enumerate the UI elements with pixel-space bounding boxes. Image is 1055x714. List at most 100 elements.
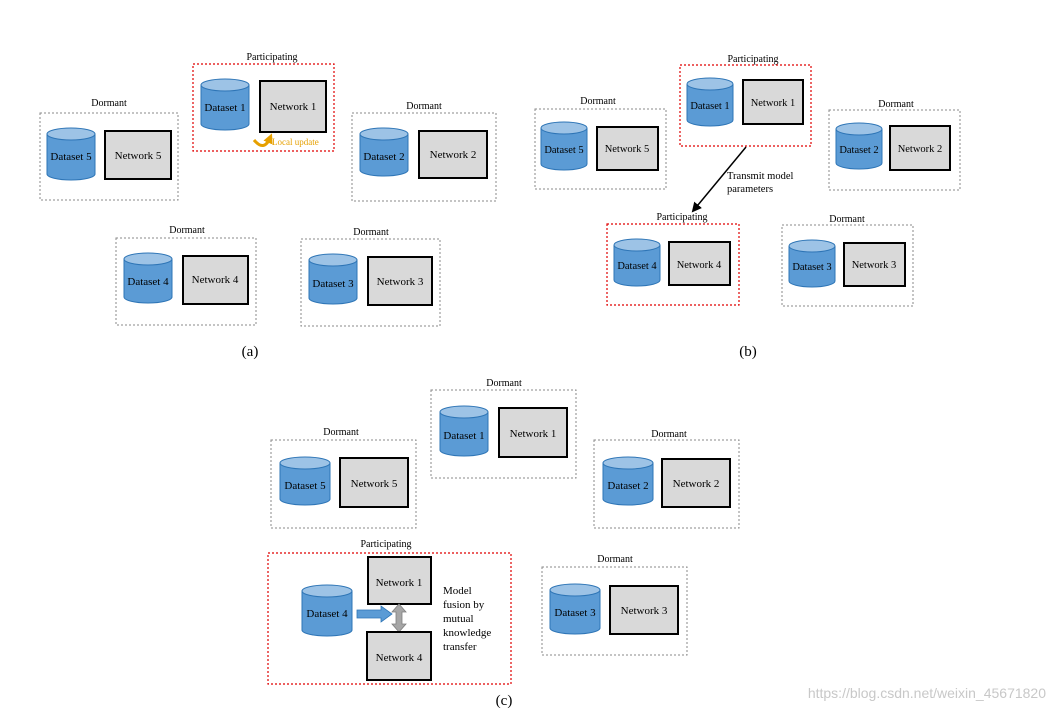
dataset-label: Dataset 5 [544, 145, 583, 156]
dormant-frame [351, 112, 497, 202]
dataset-cylinder: Dataset 5 [46, 127, 96, 181]
network-box [367, 256, 433, 306]
network-label: Network 2 [430, 149, 477, 161]
dormant-frame [593, 439, 740, 529]
status-label: Dormant [829, 214, 865, 225]
transmit-arrow [691, 146, 747, 213]
dataset-label: Dataset 1 [690, 101, 729, 112]
dataset-cylinder: Dataset 3 [308, 253, 358, 305]
dormant-frame [828, 109, 961, 191]
transmit-label-line2: parameters [727, 184, 773, 195]
status-label: Participating [360, 539, 411, 550]
dataset-cylinder: Dataset 1 [439, 405, 489, 457]
network-label-top: Network 1 [376, 577, 423, 589]
node-a5: Dormant Dataset 5 Network 5 [39, 98, 179, 201]
dormant-frame [270, 439, 417, 529]
network-box [843, 242, 906, 287]
network-box [259, 80, 327, 133]
fusion-label-line3: mutual [443, 613, 474, 625]
local-update-label: Local update [272, 137, 319, 147]
participating-frame [192, 63, 335, 152]
node-c3: Dormant Dataset 3 Network 3 [541, 554, 688, 656]
status-label: Dormant [353, 227, 389, 238]
status-label: Participating [656, 212, 707, 223]
status-label: Dormant [486, 378, 522, 389]
node-b3: Dormant Dataset 3 Network 3 [781, 214, 914, 307]
node-c1: Dormant Dataset 1 Network 1 [430, 378, 577, 479]
network-label: Network 5 [115, 150, 162, 162]
fusion-label-line2: fusion by [443, 599, 485, 611]
dormant-frame [39, 112, 179, 201]
dataset-label: Dataset 1 [443, 430, 484, 442]
network-label: Network 4 [677, 260, 722, 271]
network-box [596, 126, 659, 171]
dataset-label: Dataset 4 [306, 608, 348, 620]
dataset-label: Dataset 3 [554, 607, 596, 619]
dormant-frame [300, 238, 441, 327]
status-label: Dormant [169, 225, 205, 236]
network-label: Network 3 [621, 605, 668, 617]
dataset-label: Dataset 2 [839, 145, 878, 156]
dataset-label: Dataset 1 [204, 102, 245, 114]
panel-b: Participating Dataset 1 Network 1 Dorman… [534, 54, 961, 360]
participating-frame [606, 223, 740, 306]
watermark: https://blog.csdn.net/weixin_45671820 [808, 685, 1046, 701]
network-box [104, 130, 172, 180]
status-label: Dormant [91, 98, 127, 109]
dataset-label: Dataset 2 [607, 480, 648, 492]
dataset-label: Dataset 5 [50, 151, 92, 163]
dataset-cylinder: Dataset 4 [301, 584, 353, 637]
node-b2: Dormant Dataset 2 Network 2 [828, 99, 961, 191]
dataset-cylinder: Dataset 2 [602, 456, 654, 506]
transmit-label-line1: Transmit model [727, 171, 793, 182]
node-a4: Dormant Dataset 4 Network 4 [115, 225, 257, 326]
network-box [339, 457, 409, 508]
status-label: Dormant [323, 427, 359, 438]
network-box [889, 125, 951, 171]
panel-caption: (a) [242, 344, 259, 360]
status-label: Dormant [580, 96, 616, 107]
dataset-label: Dataset 3 [792, 262, 831, 273]
node-a2: Dormant Dataset 2 Network 2 [351, 101, 497, 202]
network-box [182, 255, 249, 305]
panel-a: Participating Dataset 1 Network 1 Local … [39, 52, 497, 360]
fusion-label-line4: knowledge [443, 627, 491, 639]
dataset-cylinder: Dataset 4 [613, 238, 661, 287]
panel-caption: (c) [496, 693, 513, 709]
participating-frame [679, 64, 812, 147]
network-box [742, 79, 804, 125]
network-label-bottom: Network 4 [376, 652, 423, 664]
network-label: Network 5 [605, 144, 650, 155]
dataset-cylinder: Dataset 2 [835, 122, 883, 170]
network-label: Network 5 [351, 478, 398, 490]
panel-c: Dormant Dataset 1 Network 1 Dormant Data… [267, 378, 740, 709]
network-label: Network 2 [898, 144, 943, 155]
dormant-frame [541, 566, 688, 656]
dataset-label: Dataset 3 [312, 278, 354, 290]
dataset-cylinder: Dataset 3 [788, 239, 836, 288]
node-a3: Dormant Dataset 3 Network 3 [300, 227, 441, 327]
network-label: Network 1 [510, 428, 557, 440]
network-box [418, 130, 488, 179]
dataset-cylinder: Dataset 2 [359, 127, 409, 177]
network-box-top [367, 556, 432, 605]
fusion-input-arrow [356, 605, 393, 623]
network-label: Network 1 [751, 98, 796, 109]
dataset-cylinder: Dataset 3 [549, 583, 601, 635]
dataset-label: Dataset 4 [127, 276, 169, 288]
fusion-node: Participating Dataset 4 Network 1 Networ… [267, 539, 512, 685]
fusion-label-line1: Model [443, 585, 472, 597]
dataset-label: Dataset 2 [363, 151, 404, 163]
status-label: Dormant [406, 101, 442, 112]
status-label: Participating [246, 52, 297, 63]
fusion-label-line5: transfer [443, 641, 477, 653]
participating-frame [267, 552, 512, 685]
network-label: Network 4 [192, 274, 239, 286]
network-label: Network 3 [852, 260, 897, 271]
dormant-frame [534, 108, 667, 190]
status-label: Dormant [878, 99, 914, 110]
node-c2: Dormant Dataset 2 Network 2 [593, 429, 740, 529]
dataset-label: Dataset 4 [617, 261, 657, 272]
status-label: Dormant [651, 429, 687, 440]
